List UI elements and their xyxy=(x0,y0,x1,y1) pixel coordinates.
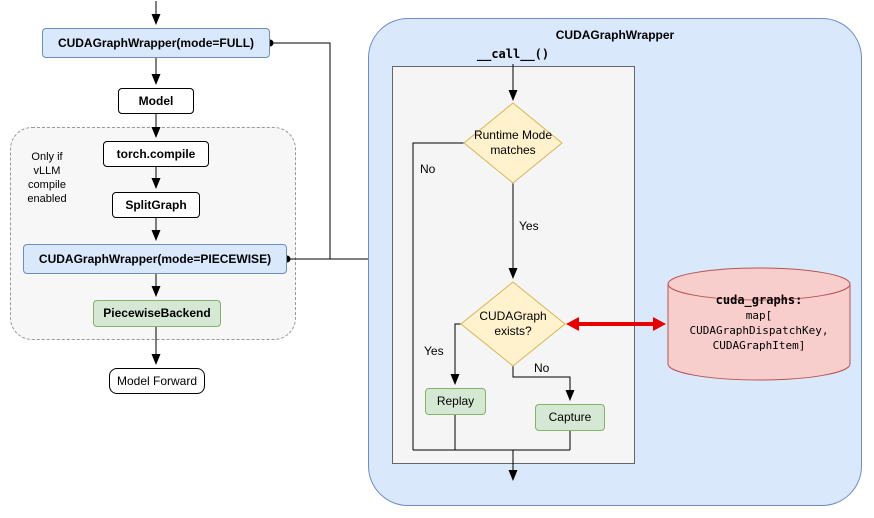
node-model: Model xyxy=(118,88,194,114)
decision-runtime-mode-shape xyxy=(463,102,563,184)
decision-runtime-mode-label: Runtime Mode matches xyxy=(473,128,553,157)
connector-lines xyxy=(270,42,571,451)
lookup-arrow xyxy=(566,317,666,331)
link-full-wrapper-to-panel xyxy=(270,42,331,259)
store-name: cuda_graphs: xyxy=(715,293,803,307)
arrow-yes-to-replay xyxy=(450,323,461,385)
branch-label-yes-1: Yes xyxy=(519,219,539,233)
store-type-line-2: CUDAGraphDispatchKey, xyxy=(689,324,829,337)
branch-label-no-1: No xyxy=(420,162,436,176)
branch-label-yes-2: Yes xyxy=(424,344,444,358)
node-replay: Replay xyxy=(425,388,486,415)
line-no-branch xyxy=(412,142,464,450)
panel-title: CUDAGraphWrapper xyxy=(555,28,675,42)
cuda-graphs-store-shape xyxy=(667,267,851,381)
node-cudagraph-wrapper-piecewise: CUDAGraphWrapper(mode=PIECEWISE) xyxy=(23,244,287,274)
cuda-graphs-store-label: cuda_graphs: map[ CUDAGraphDispatchKey, … xyxy=(670,293,848,353)
branch-label-no-2: No xyxy=(534,361,550,375)
call-method-label: __call__() xyxy=(476,47,550,61)
store-type-line-3: CUDAGraphItem] xyxy=(712,339,806,352)
flow-arrows xyxy=(151,1,575,481)
decision-graph-exists-shape xyxy=(460,281,566,367)
node-piecewise-backend: PiecewiseBackend xyxy=(93,300,221,327)
decision-graph-exists-label: CUDAGraph exists? xyxy=(479,309,547,338)
node-cudagraph-wrapper-full: CUDAGraphWrapper(mode=FULL) xyxy=(42,28,270,58)
store-type-line-1: map[ xyxy=(745,309,773,322)
compile-only-note: Only if vLLM compile enabled xyxy=(27,151,67,205)
node-capture: Capture xyxy=(535,404,605,431)
node-splitgraph: SplitGraph xyxy=(112,192,200,218)
node-torch-compile: torch.compile xyxy=(103,141,209,167)
node-model-forward: Model Forward xyxy=(109,368,205,394)
arrow-no-to-capture xyxy=(512,366,575,401)
